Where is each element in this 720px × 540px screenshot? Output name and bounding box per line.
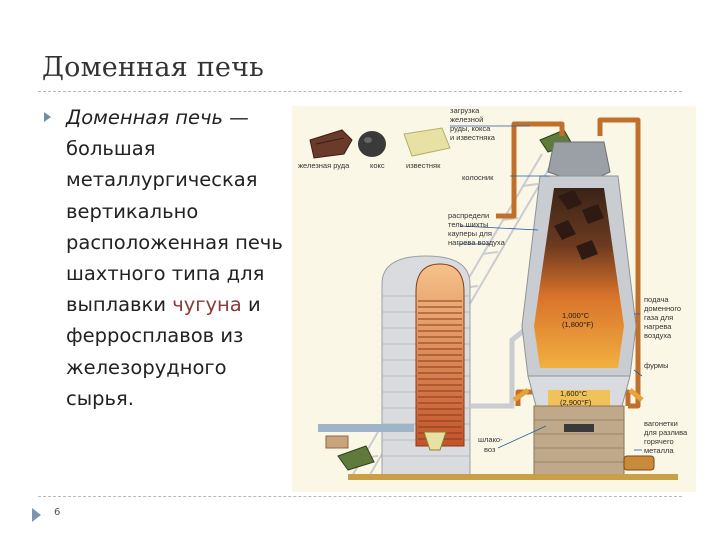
label-gas-1: подача <box>644 295 669 304</box>
slag-car-icon <box>423 431 447 451</box>
label-slag-2: воз <box>484 445 496 454</box>
coke-sample <box>358 131 386 157</box>
limestone-sample <box>403 127 451 157</box>
bullet-definition-end: и ферросплавов из железорудного сырья. <box>66 293 261 410</box>
label-coke: кокс <box>370 161 385 170</box>
label-gas-2: доменного <box>644 304 681 313</box>
label-distributor-1: распредели <box>448 211 489 220</box>
footer-divider <box>38 496 682 497</box>
tuyere-left-icon <box>512 387 530 403</box>
label-gas-3: газа для <box>644 313 673 322</box>
blast-furnace <box>521 141 637 479</box>
label-cowpers-2: нагрева воздуха <box>448 238 506 247</box>
label-temp2-c: 1,600°C <box>560 389 588 398</box>
label-limestone: известняк <box>406 161 441 170</box>
label-wagons-2: для разлива <box>644 428 688 437</box>
pig-iron-link[interactable]: чугуна <box>172 293 242 317</box>
label-cowpers-1: кауперы для <box>448 229 492 238</box>
ore-cart-bottom <box>337 445 375 471</box>
blast-furnace-diagram: железная руда кокс известняк <box>292 106 696 492</box>
bullet-definition: большая металлургическая вертикально рас… <box>66 137 283 317</box>
hot-metal-car-icon <box>623 455 655 471</box>
tuyere-right-icon <box>628 388 644 402</box>
bullet-arrow-icon <box>44 112 51 122</box>
label-loading-4: и известняка <box>450 133 496 142</box>
label-wagons-4: металла <box>644 446 674 455</box>
ground-track <box>348 474 678 480</box>
label-wagons-3: горячего <box>644 437 674 446</box>
bullet-term: Доменная печь <box>66 106 224 129</box>
label-loading-1: загрузка <box>450 106 480 115</box>
label-slag-1: шлако- <box>478 435 503 444</box>
label-gas-4: нагрева <box>644 322 672 331</box>
label-temp2-f: (2,900°F) <box>560 398 592 407</box>
iron-ore-sample <box>309 129 353 159</box>
bullet-text: Доменная печь — большая металлургическая… <box>66 102 296 414</box>
label-grate: колосник <box>462 173 494 182</box>
label-tuyeres: фурмы <box>644 361 668 370</box>
label-gas-5: воздуха <box>644 331 672 340</box>
label-temp1-c: 1,000°C <box>562 311 590 320</box>
label-wagons-1: вагонетки <box>644 419 678 428</box>
cold-air-inlet <box>318 424 414 449</box>
slide-title: Доменная печь <box>42 52 265 83</box>
bullet-dash: — <box>223 106 249 129</box>
label-distributor-2: тель шихты <box>448 220 488 229</box>
page-number: 6 <box>54 507 61 518</box>
label-loading-2: железной <box>450 115 483 124</box>
label-temp1-f: (1,800°F) <box>562 320 594 329</box>
label-iron-ore: железная руда <box>298 161 350 170</box>
label-loading-3: руды, кокса <box>450 124 491 133</box>
cowper-stove <box>381 255 471 477</box>
title-divider <box>38 91 682 92</box>
page-marker-icon <box>32 508 41 522</box>
leader-lines <box>450 125 643 451</box>
